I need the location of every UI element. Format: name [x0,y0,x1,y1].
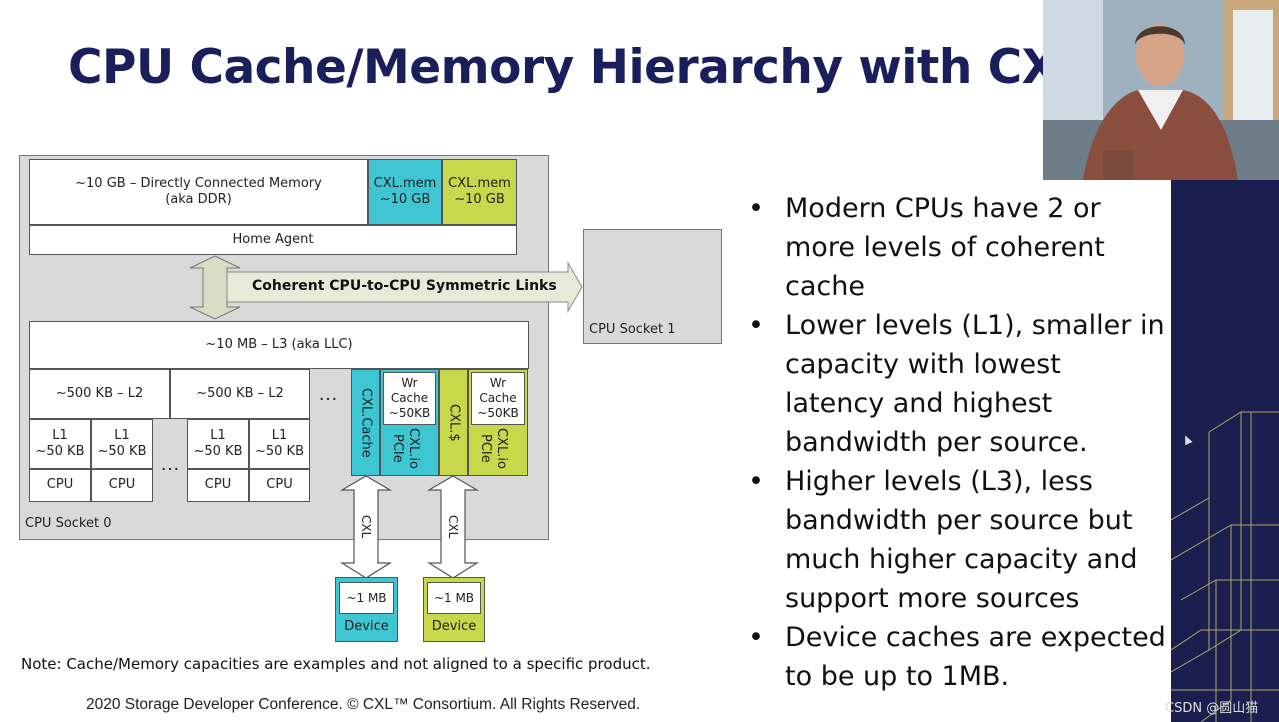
cpu-core-box: CPU [187,469,249,502]
cpu-socket-1-label: CPU Socket 1 [589,322,676,337]
socket-link-arrow [226,261,583,313]
cxl-cache-box: CXL.Cache [351,369,380,476]
device-cache-box-2: ~1 MB [427,582,481,614]
wr-cache-box-2: Wr Cache ~50KB [471,372,525,425]
ddr-memory-box: ~10 GB – Directly Connected Memory (aka … [29,159,368,225]
capacity-note: Note: Cache/Memory capacities are exampl… [21,655,651,673]
home-agent-box: Home Agent [29,225,517,255]
cxl-io-pcie-label-2: CXL.io PCIe [478,428,509,469]
home-agent-l3-arrow [189,255,241,320]
bullet-item: •Higher levels (L3), less bandwidth per … [748,466,1138,614]
device-box-2: ~1 MB Device [423,577,485,642]
presenter-video-image [1043,0,1279,180]
cpu-core-box: CPU [91,469,153,502]
device-label-2: Device [431,619,477,634]
cxl-dollar-label: CXL.$ [446,403,462,442]
cpu-socket-0-label: CPU Socket 0 [25,516,112,531]
device-label-1: Device [344,619,389,634]
watermark: CSDN @圆山猫 [1165,701,1259,716]
cxl-io-pcie-label-1: CXL.io PCIe [390,428,421,469]
l1-cache-box: L1 ~50 KB [29,419,91,469]
l2-ellipsis: … [318,383,338,405]
footer-copyright: 2020 Storage Developer Conference. © CXL… [86,696,641,713]
l1-cache-box: L1 ~50 KB [249,419,310,469]
device-box-1: ~1 MB Device [335,577,398,642]
l1-ellipsis: … [160,453,180,475]
cxl-mem-box-1: CXL.mem ~10 GB [368,159,442,225]
cxl-link-label-1: CXL [359,515,373,539]
cxl-link-label-2: CXL [446,515,460,539]
bullet-item: •Lower levels (L1), smaller in capacity … [748,310,1165,458]
hierarchy-diagram: CPU Socket 0 ~10 GB – Directly Connected… [19,155,722,642]
wireframe-cubes-graphic [1171,411,1279,722]
cxl-dollar-box: CXL.$ [439,369,468,476]
cpu-socket-1-box: CPU Socket 1 [583,229,722,344]
l1-cache-box: L1 ~50 KB [187,419,249,469]
cxl-io-box-2: Wr Cache ~50KB CXL.io PCIe [468,369,528,476]
cxl-mem-box-2: CXL.mem ~10 GB [442,159,517,225]
bullet-item: •Device caches are expected to be up to … [748,622,1166,692]
slide-title: CPU Cache/Memory Hierarchy with CXL [68,40,1087,95]
l1-cache-box: L1 ~50 KB [91,419,153,469]
bullet-item: •Modern CPUs have 2 or more levels of co… [748,193,1105,302]
device-cache-box-1: ~1 MB [339,582,394,614]
link-label: Coherent CPU-to-CPU Symmetric Links [252,278,557,294]
l2-cache-box-1: ~500 KB – L2 [29,369,170,419]
presenter-webcam [1043,0,1279,180]
cxl-cache-label: CXL.Cache [358,387,374,458]
l2-cache-box-2: ~500 KB – L2 [170,369,310,419]
wr-cache-box-1: Wr Cache ~50KB [383,372,436,425]
cpu-core-box: CPU [29,469,91,502]
bullet-list: •Modern CPUs have 2 or more levels of co… [748,189,1168,696]
cpu-core-box: CPU [249,469,310,502]
cxl-io-box-1: Wr Cache ~50KB CXL.io PCIe [380,369,439,476]
decorative-side-panel [1171,180,1279,722]
l3-cache-box: ~10 MB – L3 (aka LLC) [29,321,529,369]
link-arrows [189,255,583,579]
